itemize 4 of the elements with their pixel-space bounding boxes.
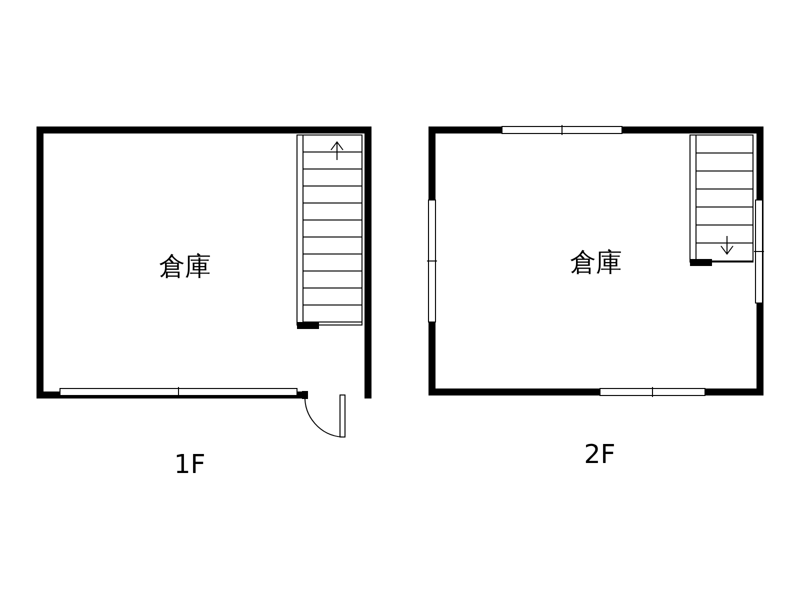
floor-label: 2F: [584, 442, 616, 468]
room-label: 倉庫: [570, 250, 622, 276]
room-label: 倉庫: [159, 254, 211, 280]
floor-label: 1F: [174, 452, 206, 478]
